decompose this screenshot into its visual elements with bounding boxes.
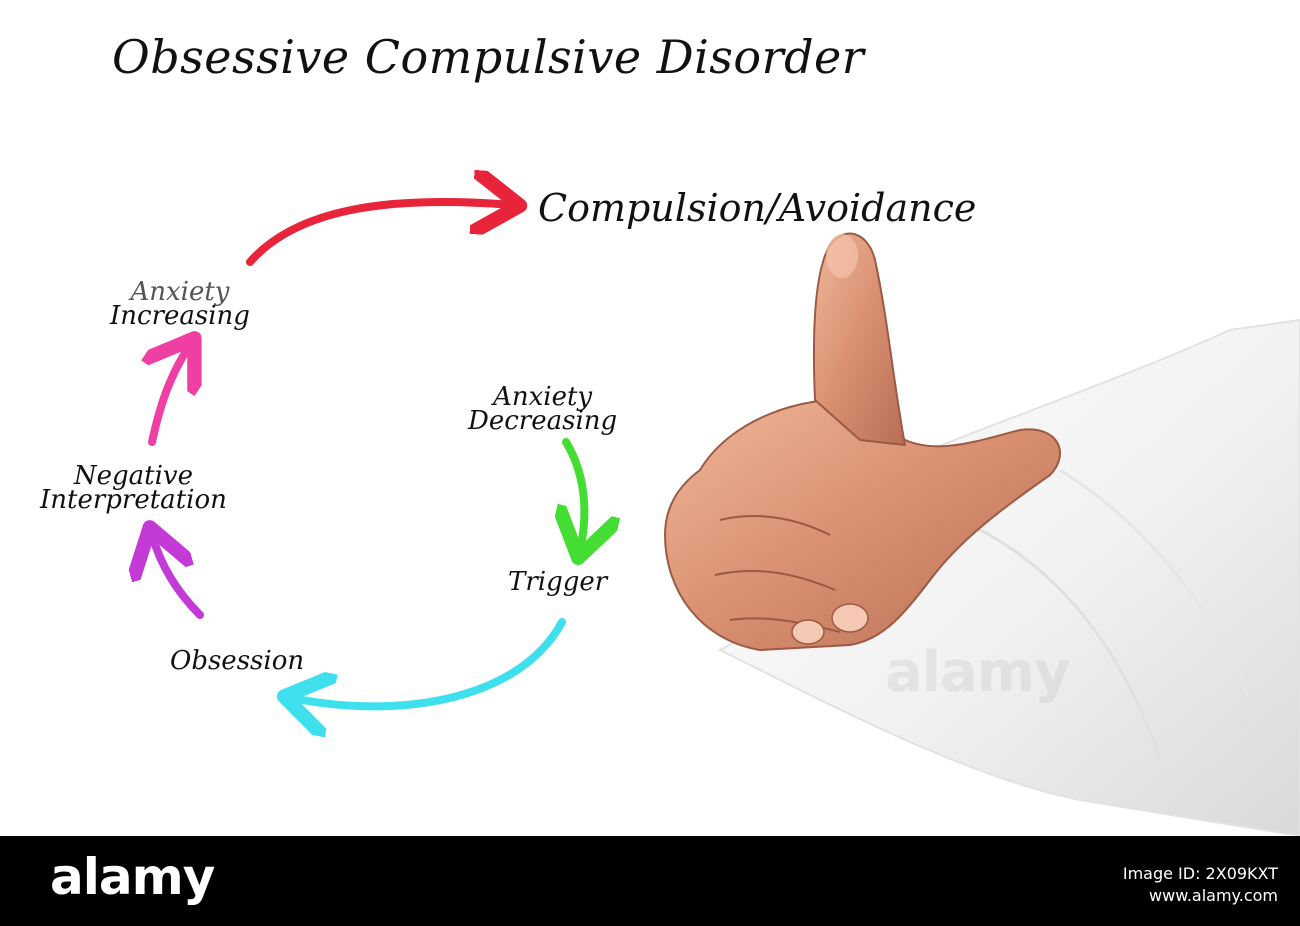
step-obsession: Obsession [170,646,305,676]
image-id: Image ID: 2X09KXT www.alamy.com [1123,863,1278,907]
step-anxiety-decreasing: Anxiety Decreasing [468,382,618,436]
watermark: alamy [885,640,1071,705]
step-trigger: Trigger [508,567,608,597]
step-label-line: Increasing [110,301,250,331]
arrow-to-trigger [566,438,584,550]
pointing-hand-illustration [663,232,1300,836]
brand-logo: alamy [50,848,215,906]
step-label-line: Negative [73,461,193,491]
step-label-line: Anxiety [493,382,593,412]
arrow-to-negative-interpretation [152,535,204,619]
step-compulsion: Compulsion/Avoidance [538,186,977,230]
step-label-line: Anxiety [130,277,230,307]
arrow-to-obsession [292,618,566,706]
arrow-to-anxiety-increasing [152,345,190,446]
step-label-line: Interpretation [40,485,227,515]
image-id-line: Image ID: 2X09KXT [1122,864,1278,883]
diagram-canvas: alamy Obsessive Compulsive Disorder C [0,0,1300,836]
step-label-line: Decreasing [468,406,618,436]
site-url: www.alamy.com [1149,886,1278,905]
cycle-arrows [0,0,1300,836]
arrow-to-compulsion [246,202,512,266]
step-negative-interpretation: Negative Interpretation [40,461,227,515]
diagram-title: Obsessive Compulsive Disorder [112,30,865,84]
step-anxiety-increasing: Anxiety Increasing [110,277,250,331]
footer-bar: alamy Image ID: 2X09KXT www.alamy.com [0,836,1300,926]
